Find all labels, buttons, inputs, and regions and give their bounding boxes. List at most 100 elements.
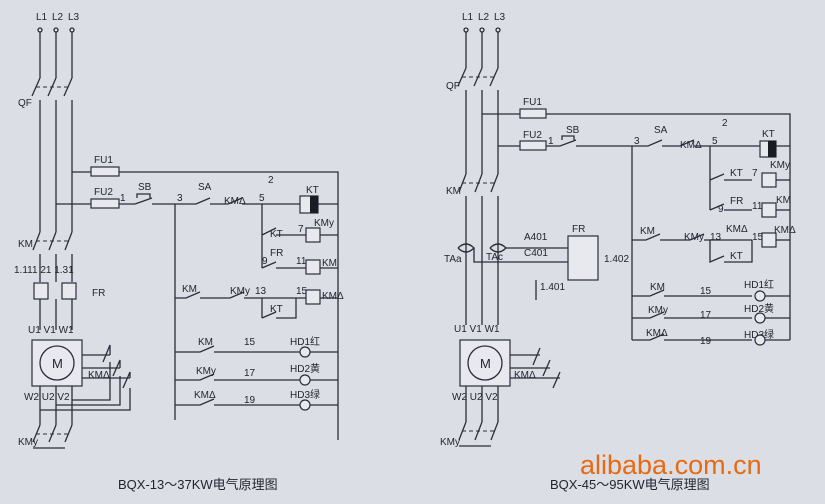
right-wire-7: 7: [752, 168, 758, 179]
left-hd1-lamp: [299, 346, 311, 358]
right-fr-contact-label: FR: [730, 196, 743, 207]
left-wire-9: 9: [262, 256, 268, 267]
left-wire-15: 15: [296, 286, 308, 297]
right-hd2-label: HD2黄: [744, 302, 774, 315]
left-wire-3: 3: [177, 193, 183, 204]
left-fu2: [90, 198, 120, 209]
left-kmd-contact-label: KMΔ: [224, 196, 246, 207]
right-kt-label: KT: [762, 129, 775, 140]
right-caption: BQX-45～95KW电气原理图: [550, 477, 710, 492]
right-kt-contact-label: KT: [730, 168, 743, 179]
left-wire-13: 13: [255, 286, 267, 297]
left-fr-terms: 1.111 21 1.31: [14, 265, 74, 276]
right-qf-label: QF: [446, 81, 460, 92]
right-hd2-lamp: [754, 312, 766, 324]
left-fu1-label: FU1: [94, 155, 113, 166]
right-fr-relay: [567, 235, 599, 281]
right-lamp-kmy-label: KMy: [648, 305, 668, 316]
right-kmd-contact2-label: KMΔ: [726, 224, 748, 235]
right-lamp-km-label: KM: [650, 282, 665, 293]
left-qf-label: QF: [18, 98, 32, 109]
right-wire-15: 15: [752, 232, 764, 243]
right-wire-5: 5: [712, 136, 718, 147]
left-kmd-coil-label: KMΔ: [322, 291, 344, 302]
left-phase-l3: L3: [68, 12, 80, 23]
left-kmy-coil-label: KMy: [314, 218, 334, 229]
right-motor-bottom-terms: W2 U2 V2: [452, 392, 498, 403]
left-kmy-contact-label: KMy: [230, 286, 250, 297]
right-km-coil-label: KM: [776, 195, 791, 206]
right-wire-17: 17: [700, 310, 712, 321]
left-diagram: L1 L2 L3 QF KM 1.111 21 1.31 FR U1 V1 W1…: [14, 12, 344, 492]
right-kmy-contact-label: KMy: [684, 232, 704, 243]
right-lamp-kmd-label: KMΔ: [646, 328, 668, 339]
right-fu2: [519, 140, 547, 151]
right-wire-13: 13: [710, 232, 722, 243]
left-lamp-km-label: KM: [198, 337, 213, 348]
left-lamp-kmd-label: KMΔ: [194, 390, 216, 401]
left-km-coil-label: KM: [322, 258, 337, 269]
left-kmd-coil: [305, 289, 321, 305]
left-wire-15b: 15: [244, 337, 256, 348]
left-hd2-label: HD2黄: [290, 362, 320, 375]
left-kt-contact2-label: KT: [270, 304, 283, 315]
left-km-hold-label: KM: [182, 284, 197, 295]
right-phase-l3: L3: [494, 12, 506, 23]
right-hd1-label: HD1红: [744, 278, 774, 291]
right-kmy-coil-label: KMy: [770, 160, 790, 171]
right-kmd-contact-label: KMΔ: [680, 140, 702, 151]
left-kmy-coil: [305, 227, 321, 243]
right-motor-symbol: M: [480, 356, 491, 371]
right-wire-3: 3: [634, 136, 640, 147]
left-wire-7: 7: [298, 224, 304, 235]
left-motor-bottom-terms: W2 U2 V2: [24, 392, 70, 403]
right-c401-label: C401: [524, 248, 548, 259]
left-fr-element-2: [61, 282, 77, 300]
right-sa-label: SA: [654, 125, 668, 136]
right-diagram: L1 L2 L3 QF FU1 2 FU2 1 SB 3 SA KMΔ 5 KT…: [440, 12, 796, 492]
left-phase-l1: L1: [36, 12, 48, 23]
left-fr-label: FR: [92, 288, 105, 299]
left-wire-17: 17: [244, 368, 256, 379]
left-wire-5: 5: [259, 193, 265, 204]
left-km-delta-main-label: KMΔ: [88, 370, 110, 381]
right-kt-contact2-label: KT: [730, 251, 743, 262]
right-fu1: [519, 108, 547, 119]
right-motor-top-terms: U1 V1 W1: [454, 324, 500, 335]
left-phase-l2: L2: [52, 12, 64, 23]
left-fu2-label: FU2: [94, 187, 113, 198]
right-wire-19: 19: [700, 336, 712, 347]
right-wire-2: 2: [722, 118, 728, 129]
left-kt-contact-label: KT: [270, 229, 283, 240]
left-fu1: [90, 166, 120, 177]
right-km-main-label: KM: [446, 186, 461, 197]
right-hd3-lamp: [754, 334, 766, 346]
left-kt-label: KT: [306, 185, 319, 196]
right-motor-circle: [467, 345, 503, 381]
left-motor-circle: [39, 345, 75, 381]
right-km-coil: [761, 202, 777, 218]
left-hd3-label: HD3绿: [290, 388, 320, 401]
right-1402-label: 1.402: [604, 254, 629, 265]
left-lamp-kmy-label: KMy: [196, 366, 216, 377]
right-wire-11: 11: [752, 201, 763, 212]
right-tac-label: TAc: [486, 252, 503, 263]
right-wire-9: 9: [718, 204, 724, 215]
left-sa-label: SA: [198, 182, 212, 193]
left-motor-symbol: M: [52, 356, 63, 371]
right-kmd-coil-label: KMΔ: [774, 225, 796, 236]
left-sb-label: SB: [138, 182, 152, 193]
right-kmy-coil: [761, 172, 777, 188]
left-wire-1: 1: [120, 193, 126, 204]
right-kmy-main-label: KMy: [440, 437, 460, 448]
left-km-main-label: KM: [18, 239, 33, 250]
left-fr-contact-label: FR: [270, 248, 283, 259]
left-hd2-lamp: [299, 374, 311, 386]
right-fr-label: FR: [572, 224, 585, 235]
left-hd1-label: HD1红: [290, 335, 320, 348]
left-caption: BQX-13～37KW电气原理图: [118, 477, 278, 492]
right-1401-label: 1.401: [540, 282, 565, 293]
right-phase-l1: L1: [462, 12, 474, 23]
